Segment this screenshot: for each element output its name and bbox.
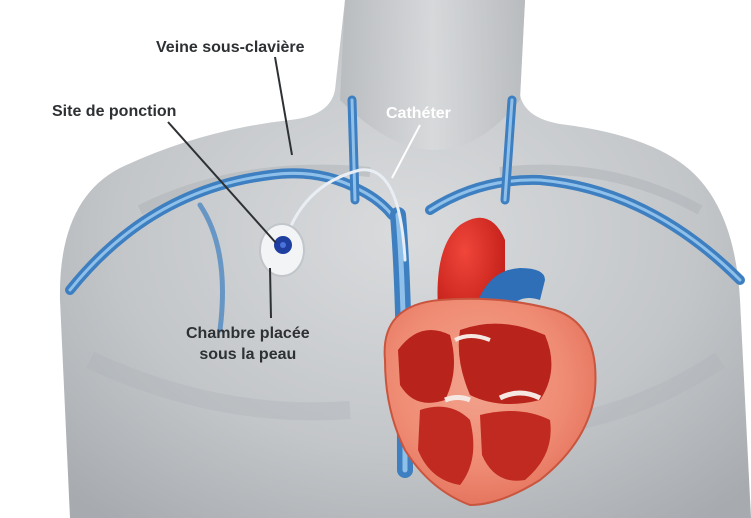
label-site-de-ponction: Site de ponction (52, 101, 176, 122)
leader-chambre (270, 268, 271, 318)
label-chambre-line1: Chambre placée (186, 323, 310, 344)
label-catheter: Cathéter (386, 103, 451, 124)
label-chambre: Chambre placée sous la peau (186, 323, 310, 365)
label-chambre-line2: sous la peau (186, 344, 310, 365)
label-veine-sous-claviere: Veine sous-clavière (156, 37, 305, 58)
